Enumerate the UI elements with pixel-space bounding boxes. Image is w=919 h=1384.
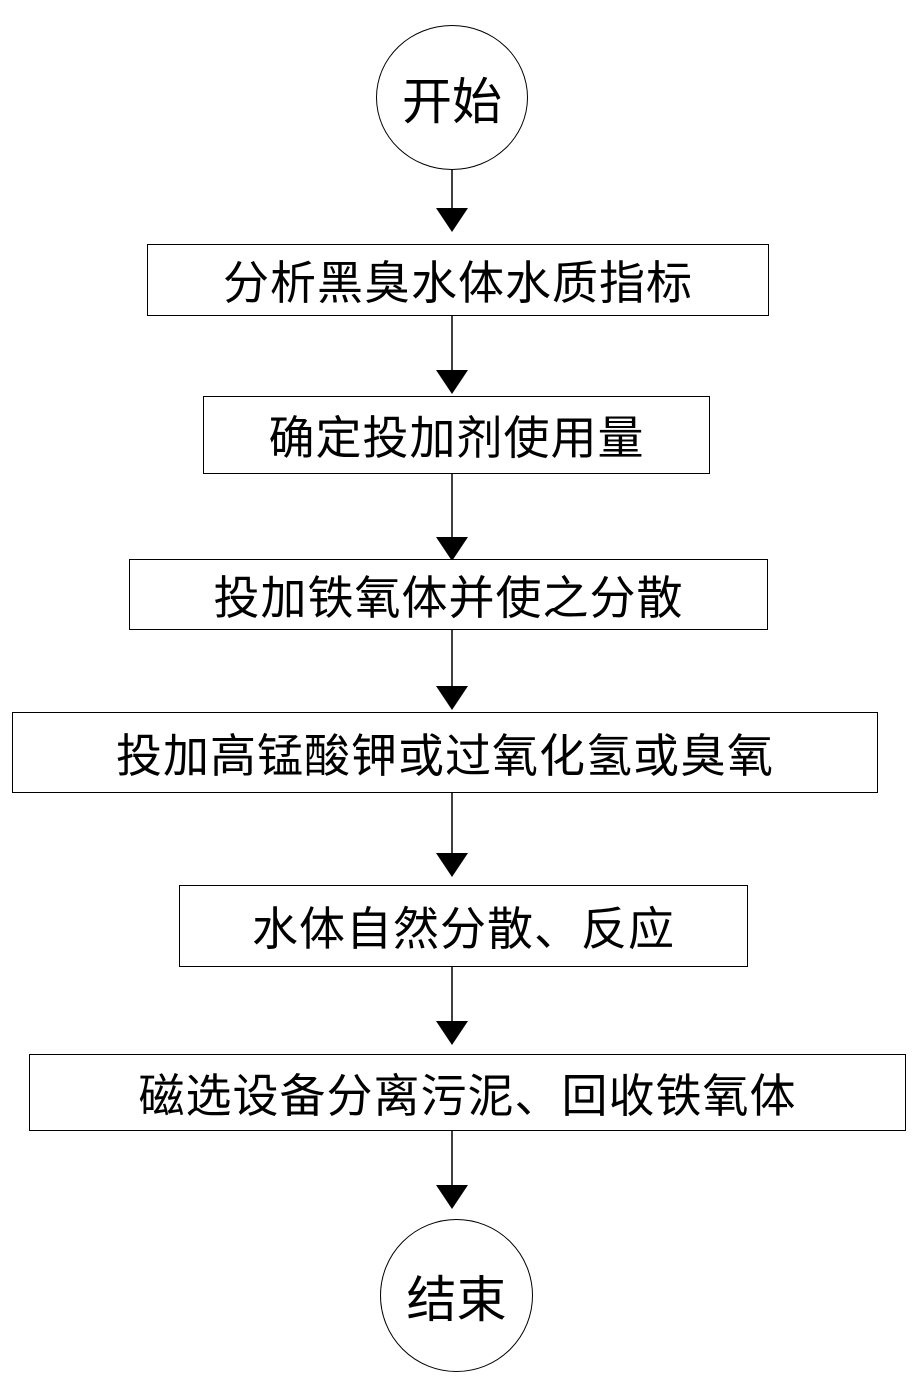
end-node: 结束	[380, 1219, 533, 1372]
step-label: 投加铁氧体并使之分散	[213, 570, 684, 625]
arrow-head	[436, 853, 468, 877]
end-label: 结束	[406, 1270, 507, 1329]
arrow-head	[436, 370, 468, 394]
start-label: 开始	[402, 72, 502, 131]
step-natural-dispersion: 水体自然分散、反应	[179, 885, 748, 967]
step-label: 水体自然分散、反应	[252, 902, 675, 956]
arrow-head	[436, 1021, 468, 1045]
arrow-head	[436, 1185, 468, 1209]
step-label: 确定投加剂使用量	[268, 411, 645, 465]
step-magnetic-separation: 磁选设备分离污泥、回收铁氧体	[29, 1054, 906, 1131]
start-node: 开始	[376, 25, 528, 170]
step-add-ferrite: 投加铁氧体并使之分散	[129, 559, 768, 630]
step-add-oxidant: 投加高锰酸钾或过氧化氢或臭氧	[12, 712, 878, 793]
step-determine-dosage: 确定投加剂使用量	[203, 396, 710, 474]
step-label: 磁选设备分离污泥、回收铁氧体	[138, 1068, 797, 1123]
arrow-head	[436, 537, 468, 561]
arrow-head	[436, 208, 468, 232]
step-label: 投加高锰酸钾或过氧化氢或臭氧	[116, 728, 774, 783]
arrow-head	[436, 686, 468, 710]
step-label: 分析黑臭水体水质指标	[223, 256, 693, 310]
step-analyze-water-quality: 分析黑臭水体水质指标	[147, 244, 769, 316]
